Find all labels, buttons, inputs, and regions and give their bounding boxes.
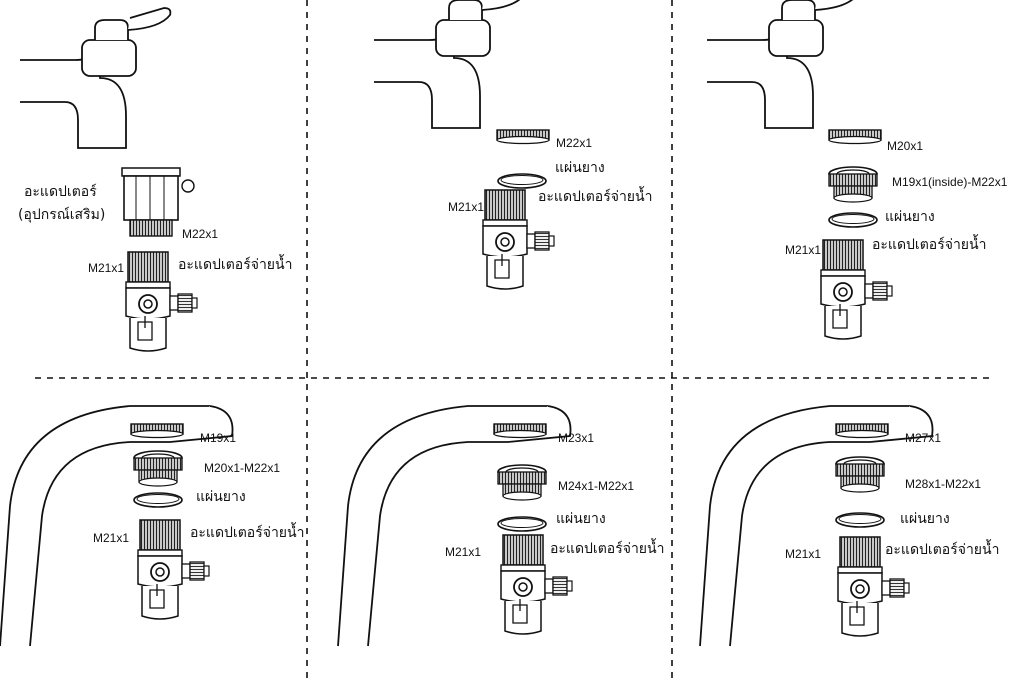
- panel-1-thread-outer-label: M22x1: [182, 227, 219, 241]
- panel-2-valve-label: อะแดปเตอร์จ่ายน้ำ: [538, 189, 653, 205]
- panel-1-valve-label: อะแดปเตอร์จ่ายน้ำ: [178, 257, 293, 273]
- panel-6-reducer: [835, 456, 885, 493]
- panel-1-thread-valve-label: M21x1: [88, 261, 125, 275]
- panel-3-gasket-label: แผ่นยาง: [885, 209, 935, 225]
- panel-5-gasket: [497, 516, 547, 532]
- panel-3-reducer-label: M19x1(inside)-M22x1: [892, 175, 1008, 189]
- panel-5-thread-tap-label: M23x1: [558, 431, 595, 445]
- panel-5-valve-label: อะแดปเตอร์จ่ายน้ำ: [550, 541, 665, 557]
- panel-3-gasket: [828, 212, 878, 228]
- panel-6-reducer-label: M28x1-M22x1: [905, 477, 982, 491]
- panel-4-thread-tap-label: M19x1: [200, 431, 237, 445]
- panel-4-gasket-label: แผ่นยาง: [196, 489, 246, 505]
- panel-3-thread-valve-label: M21x1: [785, 243, 822, 257]
- panel-6-thread-tap-label: M27x1: [905, 431, 942, 445]
- panel-2-gasket: [497, 173, 547, 189]
- panel-6-gasket-label: แผ่นยาง: [900, 511, 950, 527]
- panel-4-thread-valve-label: M21x1: [93, 531, 130, 545]
- panel-6-valve-label: อะแดปเตอร์จ่ายน้ำ: [885, 542, 1000, 558]
- panel-4-reducer-label: M20x1-M22x1: [204, 461, 281, 475]
- panel-1-adapter: [121, 167, 195, 237]
- panel-1-tap: [19, 7, 172, 149]
- panel-3-thread: [828, 129, 882, 145]
- panel-5-reducer: [497, 464, 547, 501]
- panel-5-thread: [493, 423, 547, 439]
- panel-6-thread-valve-label: M21x1: [785, 547, 822, 561]
- panel-5-thread-valve-label: M21x1: [445, 545, 482, 559]
- panel-1-adapter-optional-label: (อุปกรณ์เสริม): [18, 207, 106, 223]
- panel-6-thread: [835, 423, 889, 439]
- panel-1-adapter-label: อะแดปเตอร์: [24, 184, 97, 200]
- panel-6-spout: [699, 405, 934, 647]
- panel-2-thread-tap-label: M22x1: [556, 136, 593, 150]
- panel-3-reducer: [828, 166, 878, 203]
- panel-6-gasket: [835, 512, 885, 528]
- panel-2-thread-valve-label: M21x1: [448, 200, 485, 214]
- panel-3-valve-label: อะแดปเตอร์จ่ายน้ำ: [872, 237, 987, 253]
- panel-5-gasket-label: แผ่นยาง: [556, 511, 606, 527]
- panel-4-thread: [130, 423, 184, 439]
- panel-3-valve: [820, 239, 893, 340]
- panel-4-reducer: [133, 450, 183, 487]
- panel-4-valve-label: อะแดปเตอร์จ่ายน้ำ: [190, 525, 305, 541]
- panel-3-tap: [706, 0, 859, 129]
- panel-5-reducer-label: M24x1-M22x1: [558, 479, 635, 493]
- panel-3-thread-tap-label: M20x1: [887, 139, 924, 153]
- panel-2-tap: [373, 0, 526, 129]
- panel-2-thread: [496, 129, 550, 145]
- panel-2-gasket-label: แผ่นยาง: [555, 160, 605, 176]
- panel-4-gasket: [133, 492, 183, 508]
